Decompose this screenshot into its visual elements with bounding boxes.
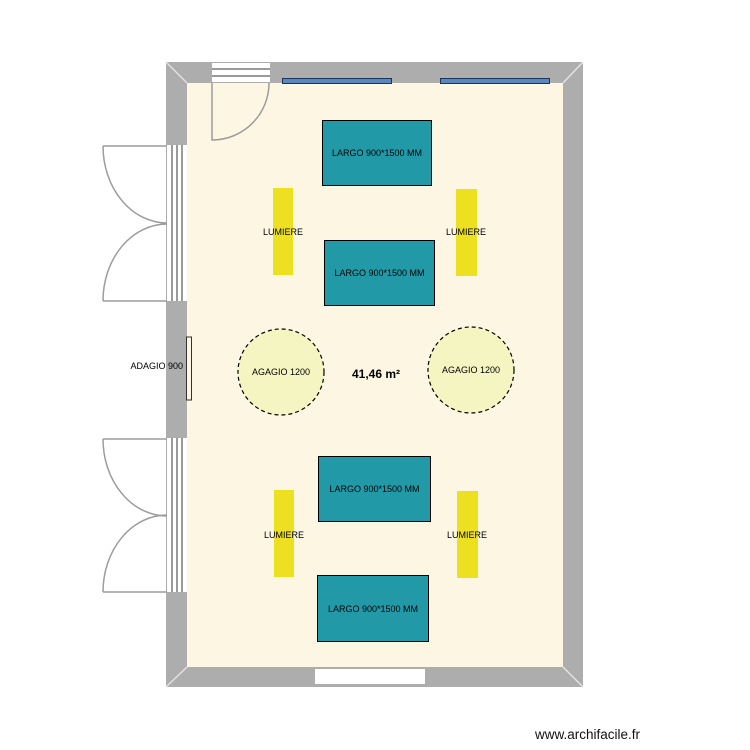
light-lumiere-4[interactable] — [457, 491, 478, 578]
light-lumiere-1-label: LUMIERE — [262, 227, 304, 237]
radiator-largo-1-label: LARGO 900*1500 MM — [331, 148, 423, 158]
table-agagio-2-label: AGAGIO 1200 — [441, 365, 501, 375]
door-left-2-frame-line — [181, 438, 183, 592]
light-lumiere-4-label: LUMIERE — [446, 530, 488, 540]
radiator-adagio-label: ADAGIO 900 — [130, 361, 183, 371]
radiator-adagio[interactable] — [186, 336, 192, 401]
door-top-frame — [212, 63, 270, 82]
light-lumiere-3[interactable] — [274, 490, 294, 577]
door-left-2[interactable] — [167, 438, 187, 592]
radiator-largo-4-label: LARGO 900*1500 MM — [327, 603, 419, 614]
door-left-1[interactable] — [167, 145, 187, 301]
door-top-frame-line — [212, 68, 270, 70]
light-lumiere-2[interactable] — [456, 189, 477, 276]
opening-bottom[interactable] — [315, 669, 425, 684]
radiator-largo-1[interactable]: LARGO 900*1500 MM — [322, 120, 432, 186]
light-lumiere-3-label: LUMIERE — [263, 530, 305, 540]
wall-corner-miters — [165, 61, 584, 688]
radiator-largo-2-label: LARGO 900*1500 MM — [334, 268, 425, 278]
radiator-largo-3-label: LARGO 900*1500 MM — [329, 484, 420, 494]
table-agagio-2[interactable] — [427, 326, 515, 414]
window-2[interactable] — [440, 78, 550, 84]
radiator-largo-4[interactable]: LARGO 900*1500 MM — [317, 575, 429, 642]
door-top-frame-line — [212, 75, 270, 77]
miter-bottom-right-icon — [562, 666, 584, 688]
light-lumiere-1[interactable] — [273, 188, 293, 275]
door-left-1-frame-line — [181, 145, 183, 301]
room-area-label: 41,46 m² — [351, 367, 401, 381]
door-left-2-frame-line — [176, 438, 178, 592]
door-left-2-frame-line — [171, 438, 173, 592]
radiator-largo-3[interactable]: LARGO 900*1500 MM — [318, 456, 431, 522]
miter-top-right-icon — [562, 61, 584, 84]
miter-top-left-icon — [165, 61, 188, 84]
door-top-swing-icon[interactable] — [211, 82, 270, 141]
wall-right — [563, 62, 583, 687]
window-1[interactable] — [282, 78, 392, 84]
watermark-text: www.archifacile.fr — [535, 727, 641, 742]
door-top[interactable] — [212, 63, 270, 82]
light-lumiere-2-label: LUMIERE — [445, 227, 487, 237]
door-left-1-swing-icon[interactable] — [102, 145, 168, 302]
table-agagio-1-label: AGAGIO 1200 — [251, 367, 311, 377]
miter-bottom-left-icon — [165, 666, 188, 688]
door-left-1-frame-line — [171, 145, 173, 301]
door-left-1-frame-line — [176, 145, 178, 301]
radiator-largo-2[interactable]: LARGO 900*1500 MM — [324, 240, 435, 306]
wall-top — [166, 62, 583, 83]
door-left-2-swing-icon[interactable] — [102, 438, 168, 593]
table-agagio-1[interactable] — [237, 328, 325, 416]
